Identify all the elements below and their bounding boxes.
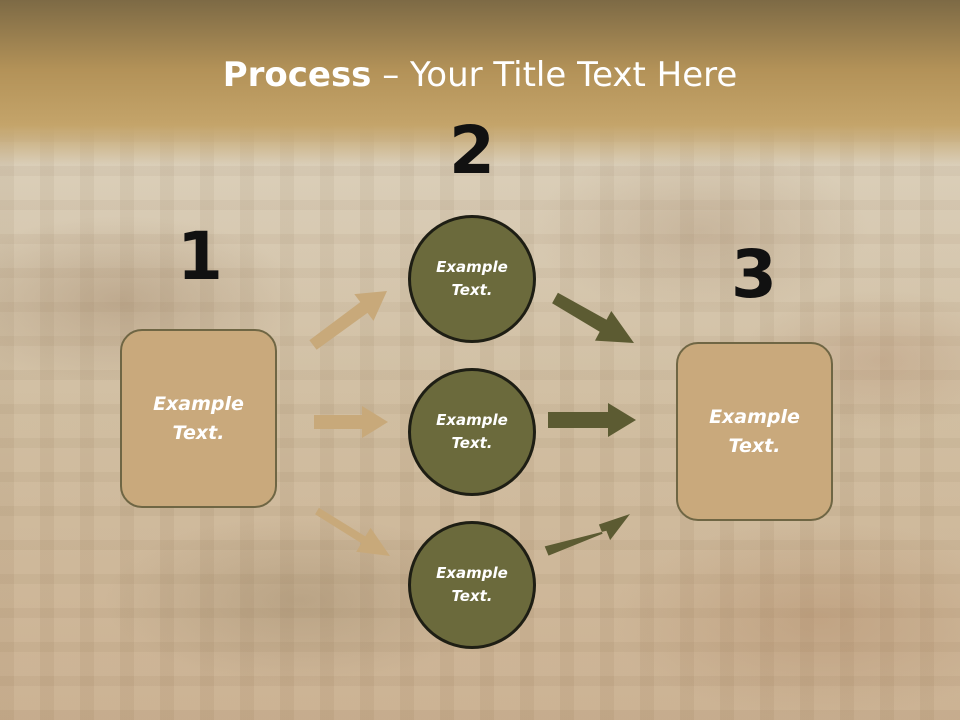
step-2-circle-2: Example Text. xyxy=(408,368,536,496)
step-3-text: Example Text. xyxy=(709,405,800,457)
step-3-number: 3 xyxy=(731,236,777,313)
step-1-text: Example Text. xyxy=(153,392,244,444)
step-2-circle-3: Example Text. xyxy=(408,521,536,649)
arrow-circle-2-to-3 xyxy=(548,403,636,437)
step-2-circle-3-text: Example Text. xyxy=(436,564,508,605)
arrow-circle-3-to-3 xyxy=(544,514,630,556)
arrow-circle-1-to-3 xyxy=(552,292,634,343)
step-2-circle-1-text: Example Text. xyxy=(436,258,508,299)
title-rest: – Your Title Text Here xyxy=(371,55,738,95)
arrow-1-to-circle-2 xyxy=(314,406,388,438)
step-2-circle-1: Example Text. xyxy=(408,215,536,343)
arrow-1-to-circle-1 xyxy=(309,291,387,350)
slide-title: Process – Your Title Text Here xyxy=(0,52,960,98)
arrow-1-to-circle-3 xyxy=(315,507,390,556)
step-2-circle-2-text: Example Text. xyxy=(436,411,508,452)
step-3-box: Example Text. xyxy=(676,342,833,521)
step-1-box: Example Text. xyxy=(120,329,277,508)
step-1-number: 1 xyxy=(177,218,223,295)
step-2-number: 2 xyxy=(449,112,495,189)
title-bold: Process xyxy=(222,55,372,95)
